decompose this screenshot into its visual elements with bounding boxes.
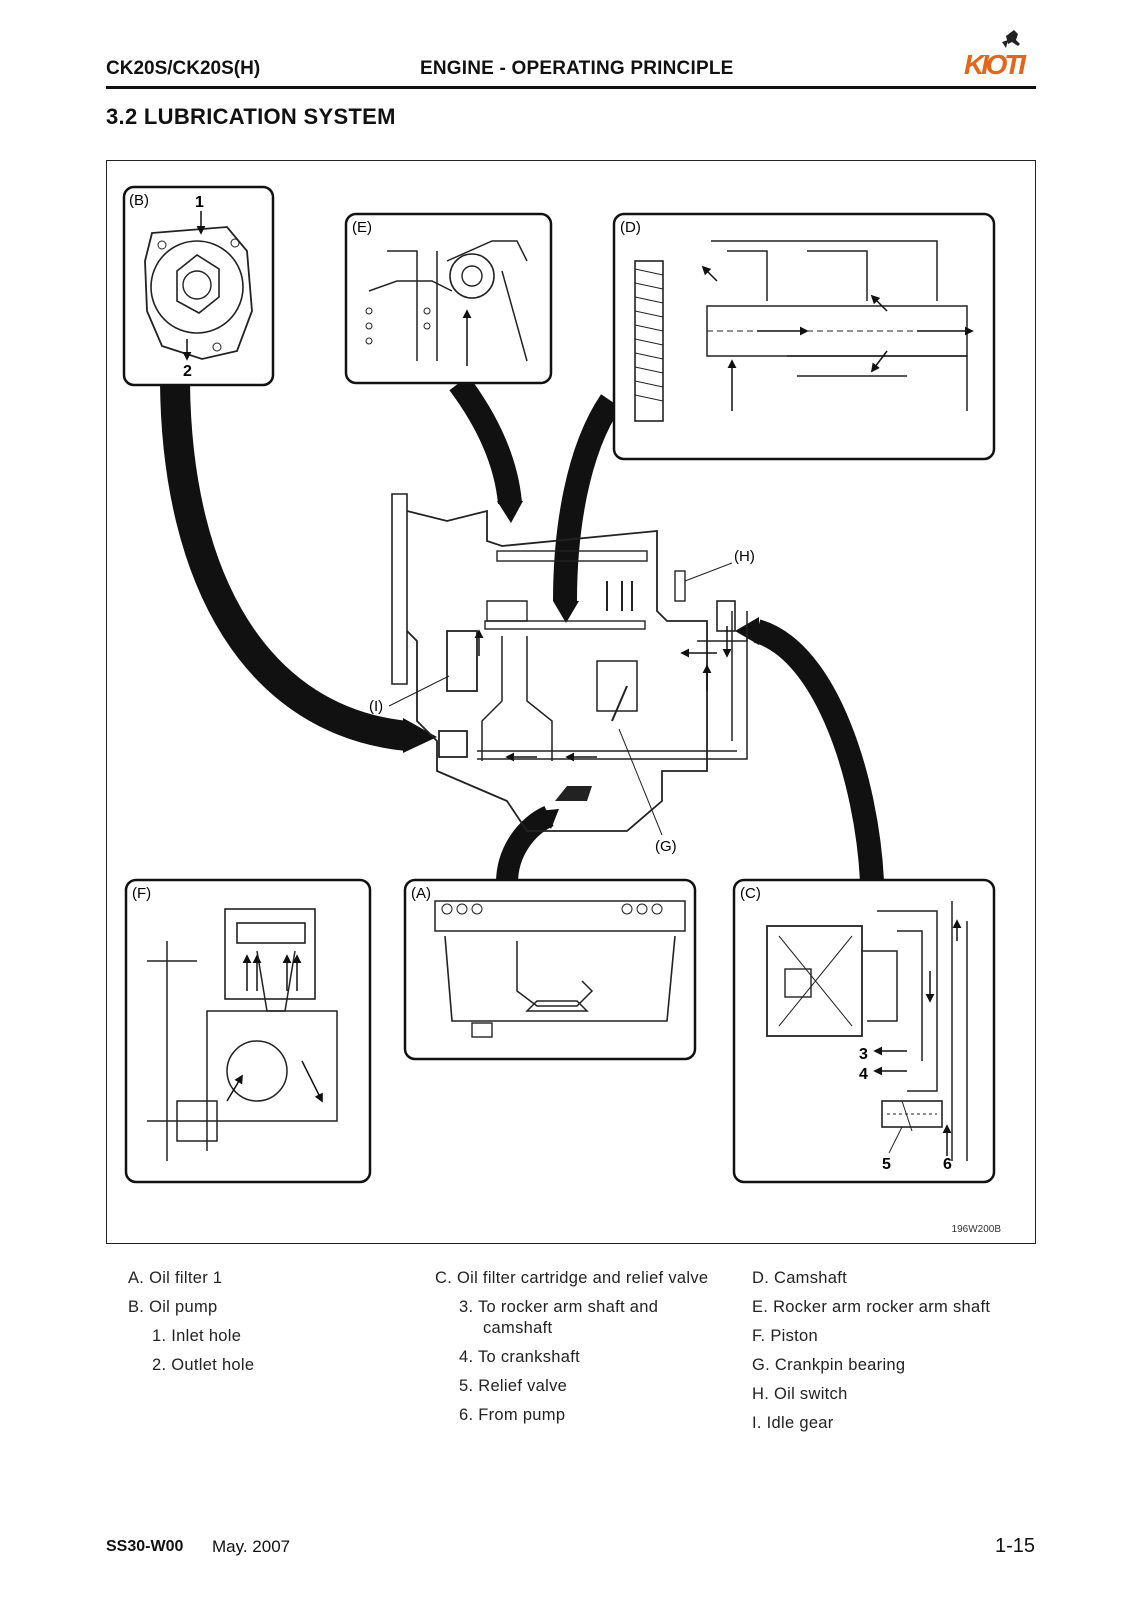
engine-cross-section: (H) (I) (G) xyxy=(369,493,755,855)
callout-idle-gear: (I) xyxy=(369,698,383,715)
header-title: ENGINE - OPERATING PRINCIPLE xyxy=(420,58,734,79)
label-inlet-1: 1 xyxy=(195,194,204,211)
legend-item-f: F. Piston xyxy=(752,1327,818,1345)
panel-e-rocker-arm: (E) xyxy=(344,212,553,385)
header-model: CK20S/CK20S(H) xyxy=(106,58,261,79)
label-relief-valve-5: 5 xyxy=(882,1156,891,1173)
panel-c-label: (C) xyxy=(740,885,761,902)
panel-f-label: (F) xyxy=(132,885,151,902)
legend-column-1: A. Oil filter 1 B. Oil pump 1. Inlet hol… xyxy=(128,1268,388,1384)
legend-item-d: D. Camshaft xyxy=(752,1269,847,1287)
legend-item-c6: 6. From pump xyxy=(459,1406,566,1424)
label-to-rocker-3: 3 xyxy=(859,1046,868,1063)
legend-item-a: A. Oil filter 1 xyxy=(128,1269,223,1287)
section-title: 3.2 LUBRICATION SYSTEM xyxy=(106,104,396,129)
legend-item-e: E. Rocker arm rocker arm shaft xyxy=(752,1298,991,1316)
lubrication-diagram: (B) 1 2 (E) xyxy=(122,185,1002,1235)
footer-page-number: 1-15 xyxy=(995,1535,1036,1557)
footer-doc-code: SS30-W00 xyxy=(106,1538,184,1555)
panel-b-label: (B) xyxy=(129,192,149,209)
legend-item-c5: 5. Relief valve xyxy=(459,1377,568,1395)
label-to-crankshaft-4: 4 xyxy=(859,1066,868,1083)
panel-d-camshaft: (D) xyxy=(612,212,996,461)
label-from-pump-6: 6 xyxy=(943,1156,952,1173)
footer-date: May. 2007 xyxy=(212,1537,291,1556)
panel-a-oil-filter: (A) xyxy=(403,878,697,1061)
figure-code: 196W200B xyxy=(952,1224,1002,1235)
legend-item-b: B. Oil pump xyxy=(128,1298,218,1316)
kioti-logo: KIOTI xyxy=(962,28,1034,80)
callout-crankpin-bearing: (G) xyxy=(655,838,677,855)
panel-b-oil-pump: (B) 1 2 xyxy=(122,185,275,387)
header-rule xyxy=(106,86,1036,89)
logo-text: KIOTI xyxy=(964,49,1027,80)
callout-oil-switch: (H) xyxy=(734,548,755,565)
panel-a-label: (A) xyxy=(411,885,431,902)
panel-d-label: (D) xyxy=(620,219,641,236)
legend-item-c3: 3. To rocker arm shaft and camshaft xyxy=(459,1298,659,1337)
label-outlet-2: 2 xyxy=(183,363,192,380)
flow-arrows xyxy=(160,375,884,884)
panel-f-piston: (F) xyxy=(124,878,372,1184)
legend-item-b1: 1. Inlet hole xyxy=(152,1327,242,1345)
legend-column-3: D. Camshaft E. Rocker arm rocker arm sha… xyxy=(752,1268,1052,1442)
panel-e-label: (E) xyxy=(352,219,372,236)
legend-column-2: C. Oil filter cartridge and relief valve… xyxy=(435,1268,715,1434)
legend-item-i: I. Idle gear xyxy=(752,1414,834,1432)
panel-c-filter-relief-valve: (C) 3 4 5 6 xyxy=(732,878,996,1184)
legend-item-g: G. Crankpin bearing xyxy=(752,1356,906,1374)
legend-item-b2: 2. Outlet hole xyxy=(152,1356,255,1374)
lubrication-figure: (B) 1 2 (E) xyxy=(106,160,1036,1244)
legend-item-c: C. Oil filter cartridge and relief valve xyxy=(435,1269,709,1287)
legend-item-c4: 4. To crankshaft xyxy=(459,1348,580,1366)
legend-item-h: H. Oil switch xyxy=(752,1385,848,1403)
